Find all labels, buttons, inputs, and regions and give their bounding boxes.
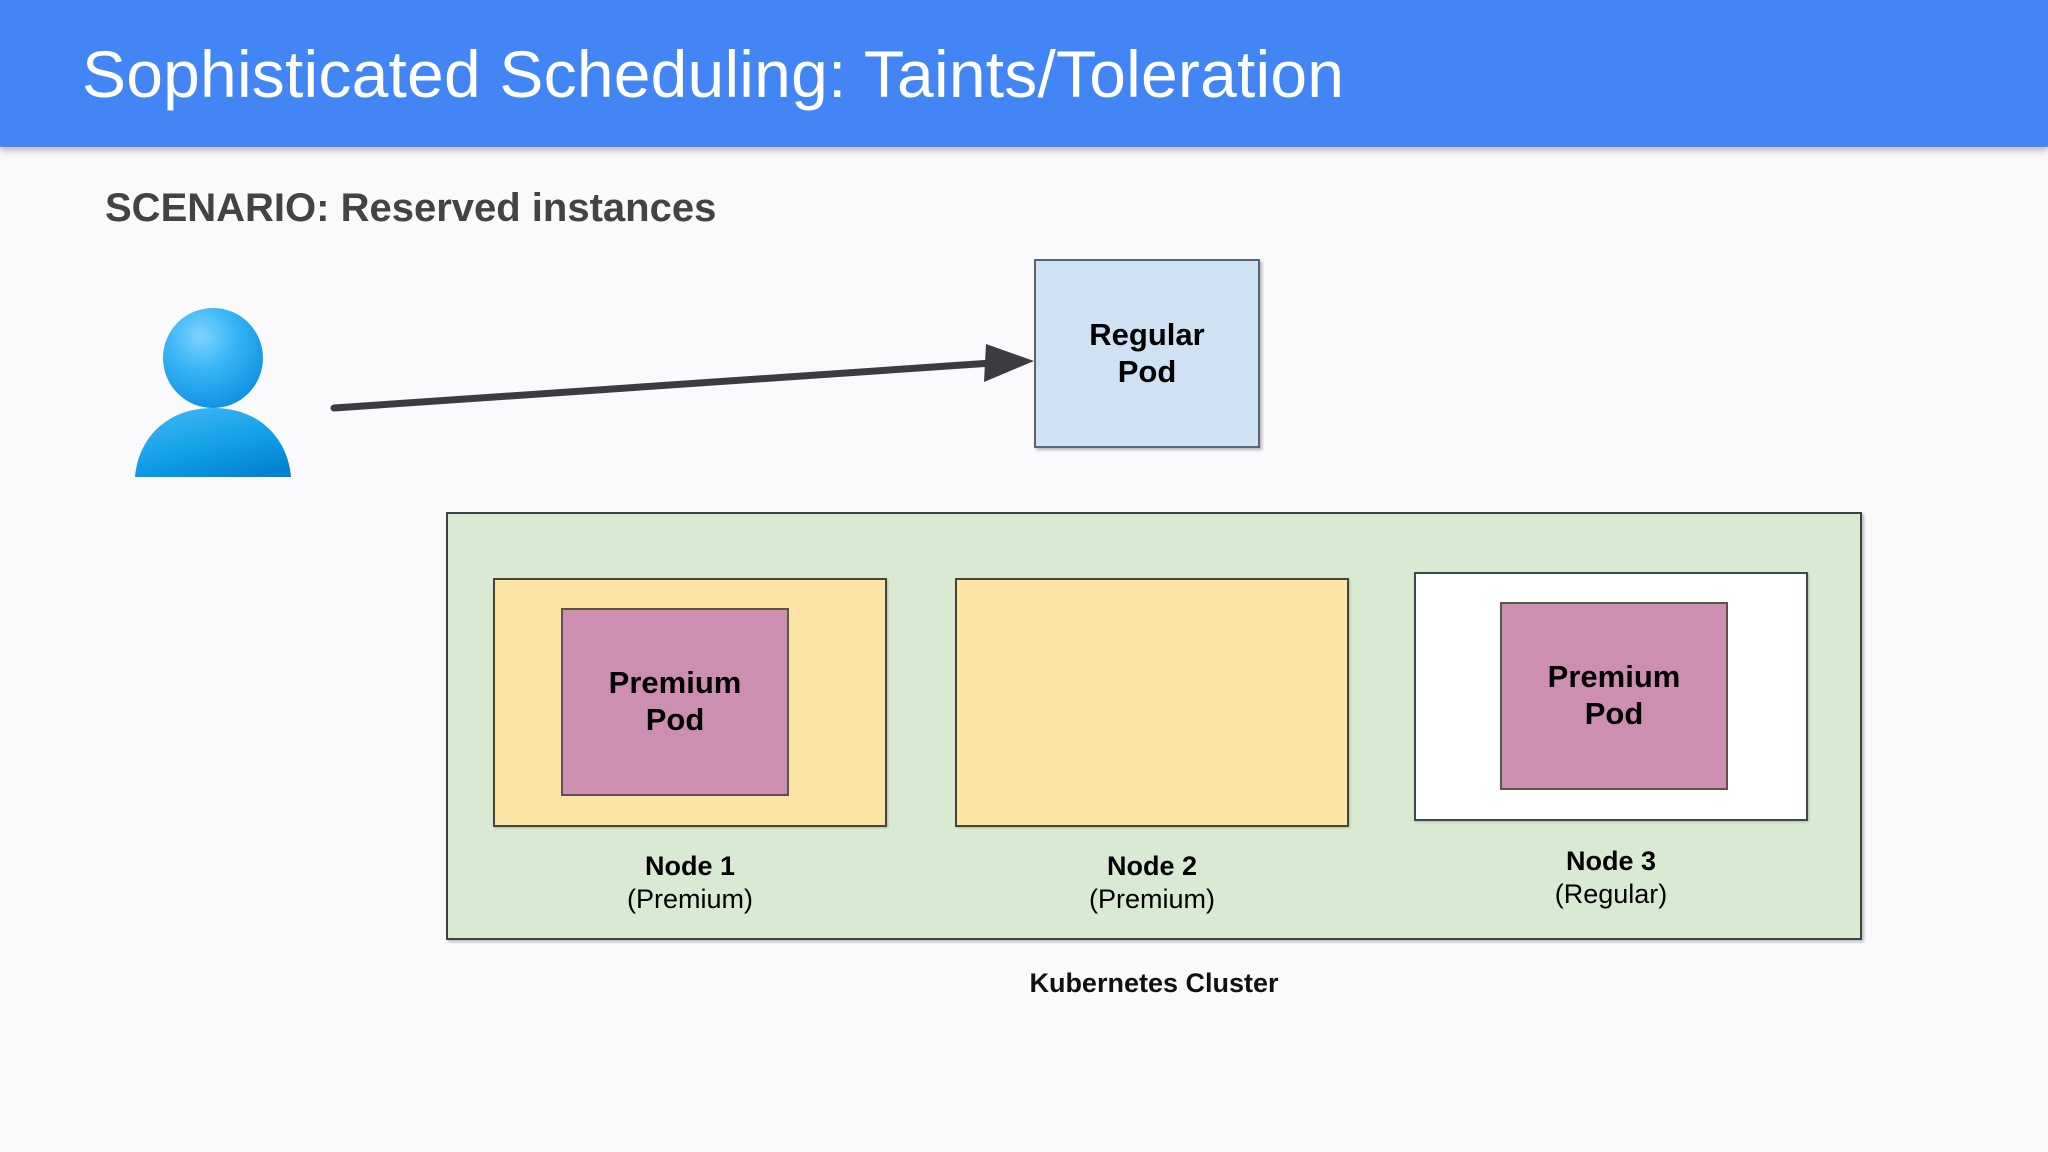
node-1-tier: (Premium) [627,883,753,914]
regular-pod-label: Regular Pod [1089,317,1204,390]
regular-pod-line-2: Pod [1117,353,1177,389]
node-3-tier: (Regular) [1554,878,1668,909]
premium-pod-label-node-1: Premium Pod [609,665,742,738]
node-3-name: Node 3 [1565,846,1657,876]
premium-pod-node-1-line-2: Pod [645,702,705,737]
premium-pod-node-1-line-1: Premium [608,665,742,701]
premium-pod-node-1[interactable]: Premium Pod [561,608,789,796]
premium-pod-node-3-line-2: Pod [1584,696,1644,731]
premium-pod-node-3[interactable]: Premium Pod [1500,602,1728,790]
page-title: Sophisticated Scheduling: Taints/Tolerat… [82,36,1345,111]
node-2-label: Node 2 (Premium) [955,850,1349,916]
person-icon [128,300,298,480]
premium-pod-label-node-3: Premium Pod [1548,659,1681,732]
cluster-caption: Kubernetes Cluster [1029,968,1279,998]
node-2-tier: (Premium) [1089,883,1215,914]
node-2-name: Node 2 [1106,851,1198,881]
regular-pod-box[interactable]: Regular Pod [1034,259,1260,448]
node-3-label: Node 3 (Regular) [1414,845,1808,911]
scenario-heading: SCENARIO: Reserved instances [105,186,717,230]
arrow-right-icon [320,330,1040,450]
node-1-name: Node 1 [644,851,736,881]
title-banner: Sophisticated Scheduling: Taints/Tolerat… [0,0,2048,147]
node-1-label: Node 1 (Premium) [493,850,887,916]
premium-pod-node-3-line-1: Premium [1547,659,1681,695]
node-2-box[interactable] [955,578,1349,827]
regular-pod-line-1: Regular [1089,316,1205,352]
